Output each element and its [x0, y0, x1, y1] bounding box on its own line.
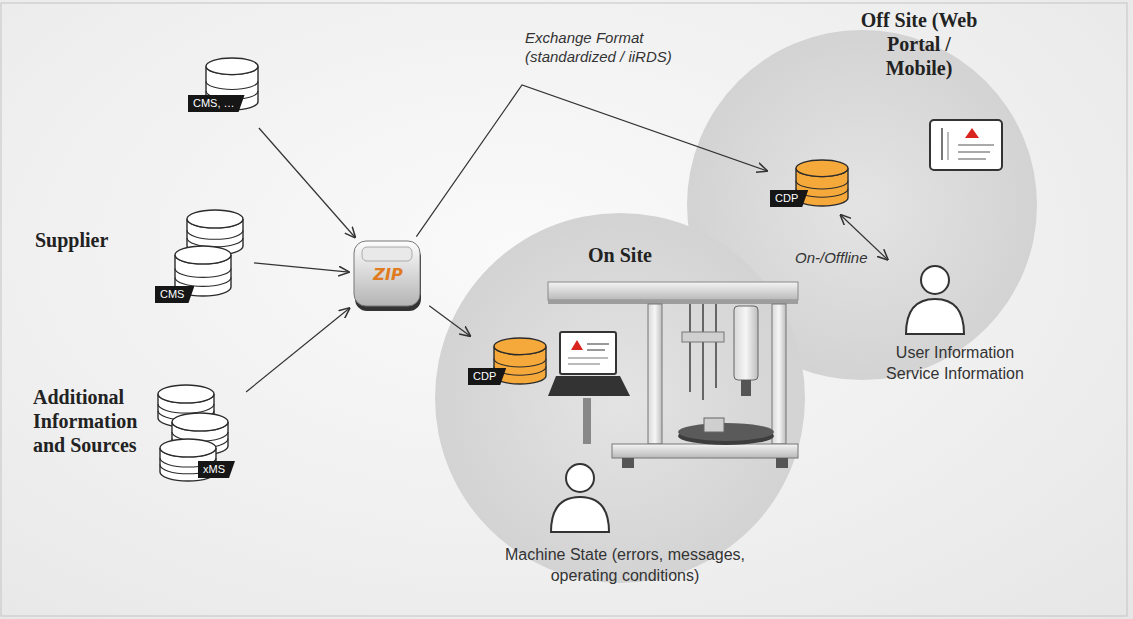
region-heading: On Site	[560, 243, 680, 267]
system-tag: CDP	[770, 190, 808, 207]
system-tag: CDP	[468, 368, 506, 385]
source-label: Additional Information and Sources	[33, 385, 153, 457]
node-label: Machine State (errors, messages, operati…	[470, 544, 780, 586]
system-tag: CMS	[155, 286, 194, 303]
db-shape	[188, 55, 263, 125]
db-node: CDP	[468, 338, 548, 390]
db-node: xMS	[148, 383, 243, 483]
user-node: Machine State (errors, messages, operati…	[470, 460, 782, 588]
system-tag: xMS	[198, 461, 235, 478]
system-tag: CMS, …	[188, 95, 245, 112]
db-node: CMS	[155, 208, 250, 308]
tablet-illustration	[930, 120, 1002, 170]
node-label: ZIP	[352, 265, 424, 285]
db-node: CDP	[770, 160, 850, 212]
flow-arrow	[840, 215, 888, 260]
region-heading: Off Site (Web Portal / Mobile)	[852, 8, 986, 80]
flow-arrow	[254, 263, 349, 272]
circle-shape	[435, 213, 805, 583]
flow-arrow	[259, 128, 355, 238]
frame-border	[1, 3, 1127, 616]
site-region: On SiteCDP Machine State (errors, message…	[435, 213, 805, 583]
node-label: User Information Service Information	[875, 342, 1035, 384]
edge-label: Exchange Format (standardized / iiRDS)	[525, 28, 700, 66]
zip-node: ZIP	[352, 240, 426, 312]
flow-arrow	[429, 306, 470, 336]
db-node: CMS, …	[188, 55, 263, 125]
machine-illustration	[548, 282, 798, 468]
flow-arrow	[416, 85, 767, 237]
source-label: Supplier	[35, 228, 155, 252]
edge-label: On-/Offline	[795, 248, 875, 267]
user-node: User Information Service Information	[875, 262, 1037, 387]
flow-arrow	[246, 308, 350, 392]
